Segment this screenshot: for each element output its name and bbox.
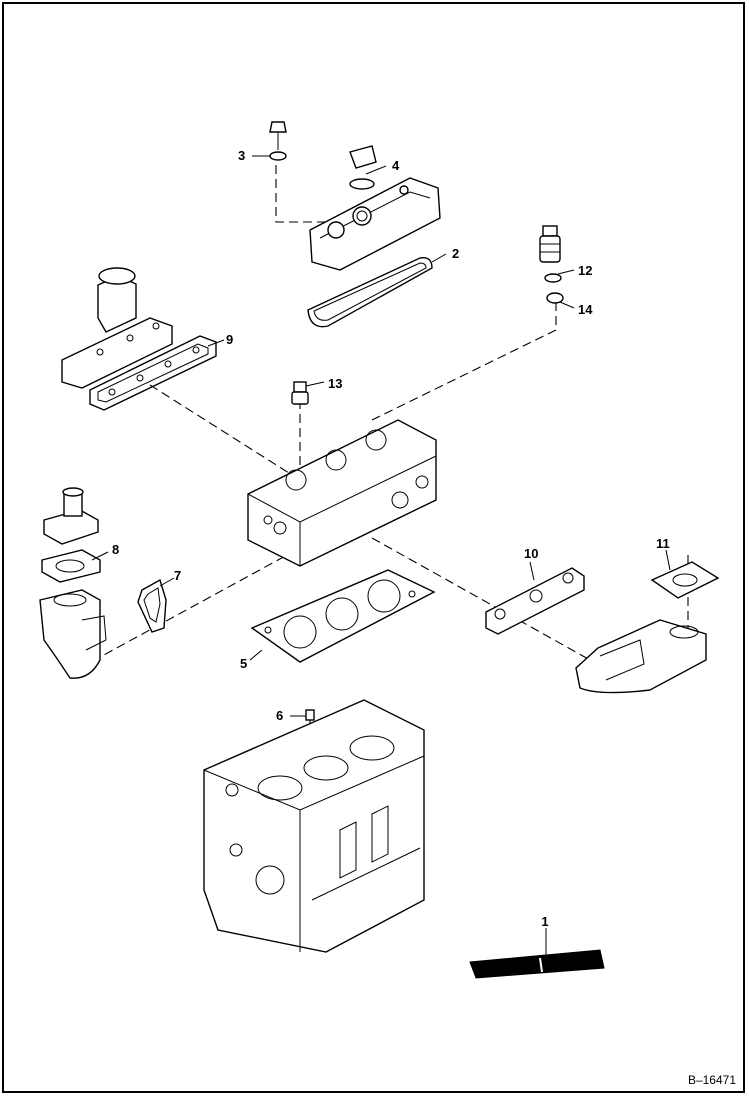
callout-8: 8 <box>112 542 119 557</box>
part-5-head-gasket <box>250 569 436 663</box>
leader-lines <box>91 155 671 956</box>
part-6-dowel <box>305 709 315 721</box>
part-1-gasket-kit <box>469 949 605 979</box>
part-3-nut-washer <box>269 121 287 161</box>
part-10-exhaust-gasket <box>485 567 585 635</box>
callout-9: 9 <box>226 332 233 347</box>
callout-7: 7 <box>174 568 181 583</box>
engine-block <box>203 699 425 953</box>
part-2-gasket <box>307 257 433 328</box>
water-pump-elbow <box>39 589 107 679</box>
callout-2: 2 <box>452 246 459 261</box>
part-14-washer <box>546 292 564 304</box>
part-2-valve-cover <box>309 177 441 271</box>
callout-6: 6 <box>276 708 283 723</box>
part-11-flange-gasket <box>650 561 720 599</box>
callout-14: 14 <box>578 302 593 317</box>
part-7-gasket <box>137 578 167 633</box>
callout-labels: 1 2 3 4 5 6 7 8 9 10 11 12 13 14 <box>112 148 670 929</box>
callout-5: 5 <box>240 656 247 671</box>
callout-13: 13 <box>328 376 342 391</box>
part-8-water-outlet <box>41 487 101 583</box>
callout-10: 10 <box>524 546 538 561</box>
diagram-reference-code: B–16471 <box>688 1073 736 1087</box>
callout-1: 1 <box>541 914 548 929</box>
part-12-injector <box>539 225 562 283</box>
callout-12: 12 <box>578 263 592 278</box>
part-9-gasket <box>89 335 217 411</box>
part-4-oil-cap <box>349 145 377 190</box>
callout-11: 11 <box>656 536 670 551</box>
cylinder-head <box>247 419 437 567</box>
exhaust-manifold <box>575 619 707 694</box>
callout-4: 4 <box>392 158 400 173</box>
part-13-plug <box>291 381 309 405</box>
callout-3: 3 <box>238 148 245 163</box>
part-9-water-housing <box>61 267 173 389</box>
